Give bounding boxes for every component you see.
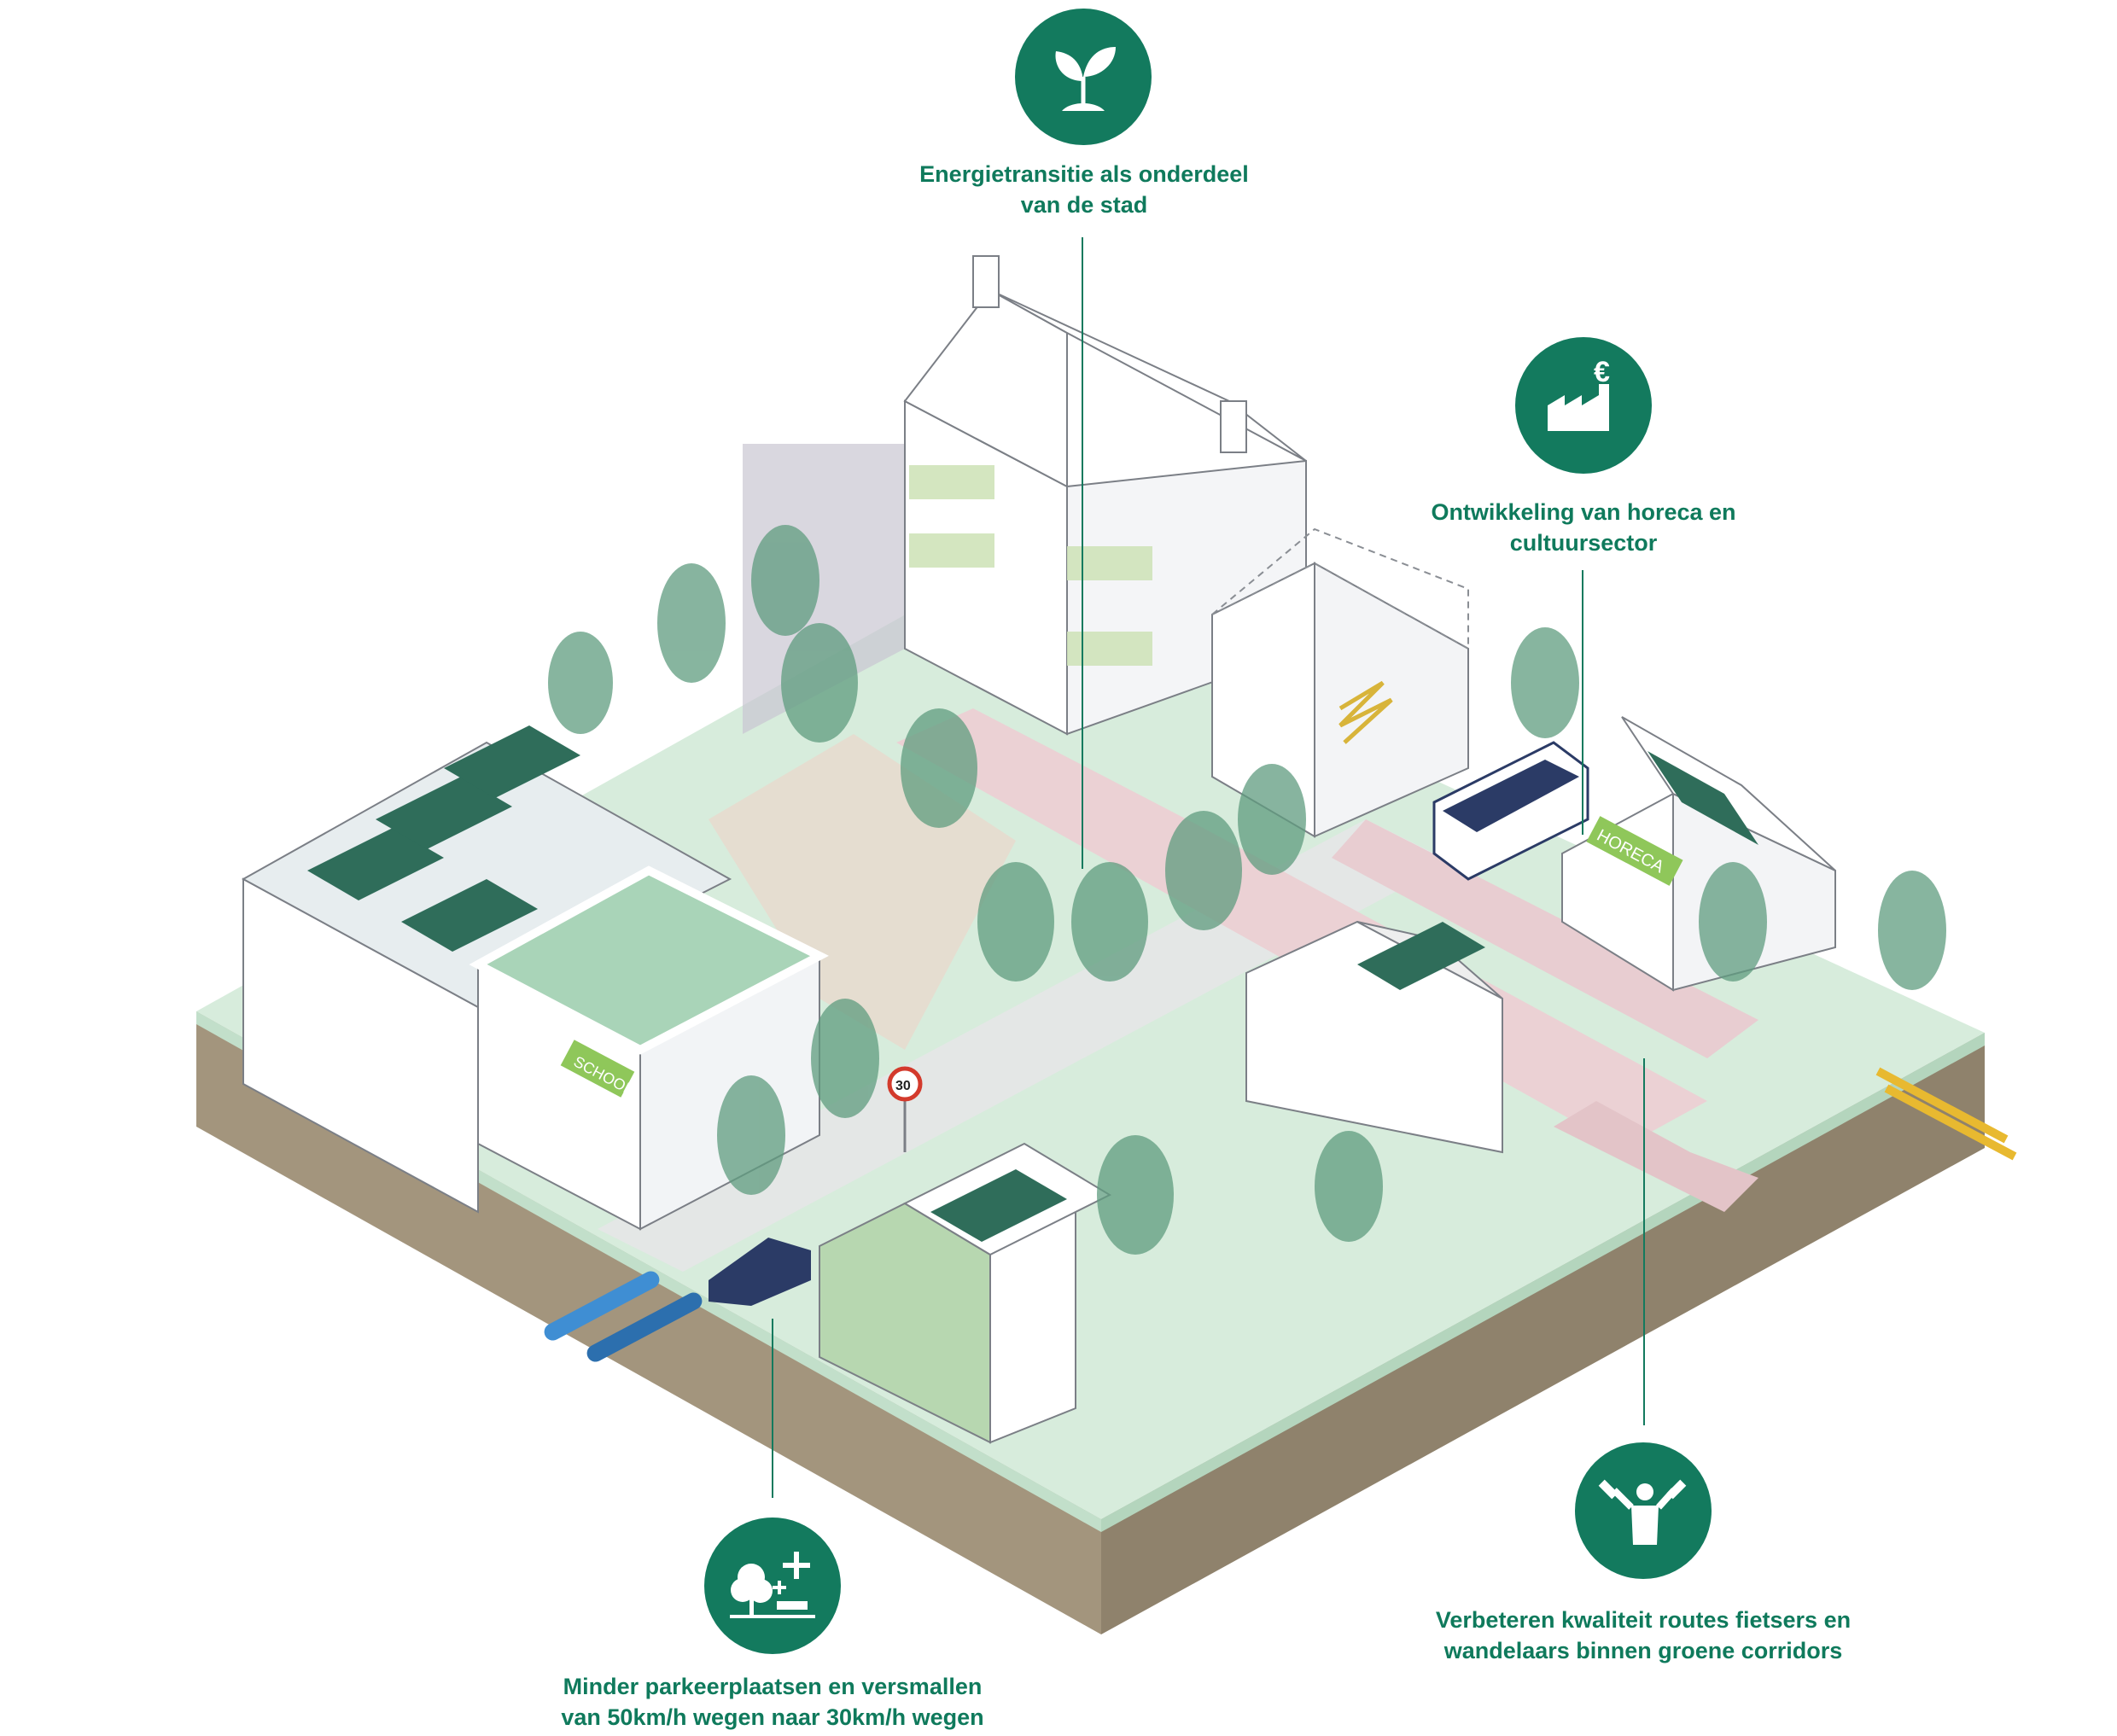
trees	[548, 525, 1946, 1255]
tree	[1878, 871, 1946, 990]
solar-panel-horeca	[1648, 751, 1758, 845]
tree	[977, 862, 1054, 982]
house-mid	[1245, 920, 1503, 1154]
pipe-blue-1	[544, 1271, 660, 1341]
soil-right-side	[1101, 1033, 1985, 1634]
energy-label: Energietransitie als onderdeel van de st…	[854, 159, 1315, 220]
solar-panel-front	[930, 1169, 1067, 1242]
solar-panel	[307, 828, 444, 900]
grass-edge-right	[1101, 1033, 1985, 1532]
routes-leader-line	[1643, 1058, 1645, 1425]
side-road	[1332, 819, 1758, 1058]
horeca-label-line2: cultuursector	[1509, 530, 1658, 556]
tree	[751, 525, 819, 636]
balcony-2	[909, 533, 994, 568]
svg-text:€: €	[1594, 356, 1610, 388]
energy-house	[1211, 527, 1469, 838]
parking-badge	[704, 1518, 841, 1654]
parking-label: Minder parkeerplaatsen en versmallen van…	[512, 1671, 1033, 1733]
routes-label-line1: Verbeteren kwaliteit routes fietsers en	[1435, 1607, 1852, 1633]
tree	[781, 623, 858, 743]
pipe-blue-2	[586, 1292, 703, 1362]
tree	[1699, 862, 1767, 982]
person-dumbbell-icon	[1598, 1479, 1687, 1545]
energy-leader-line	[1082, 237, 1083, 869]
horeca-leader-line	[1582, 570, 1583, 835]
tree	[1315, 1131, 1383, 1242]
roads	[598, 708, 1758, 1272]
speed-sign-label: 30	[895, 1079, 911, 1093]
horeca-roof	[1621, 716, 1836, 871]
solar-panel	[376, 777, 512, 849]
tree	[811, 999, 879, 1118]
green-roof	[469, 865, 829, 1055]
heat-coil	[1338, 680, 1393, 744]
chimney-2	[1220, 400, 1247, 453]
balcony-3	[1067, 546, 1152, 580]
cycle-path	[896, 708, 1707, 1148]
parking-label-line2: van 50km/h wegen naar 30km/h wegen	[561, 1704, 984, 1730]
solar-panel	[444, 725, 580, 798]
tree	[1165, 811, 1242, 930]
autonomous-car	[709, 1238, 811, 1306]
building-shadow	[743, 444, 905, 734]
solar-panel	[401, 879, 538, 952]
tree	[1097, 1135, 1174, 1255]
balcony-4	[1067, 632, 1152, 666]
horeca-label: Ontwikkeling van horeca en cultuursector	[1349, 497, 1818, 558]
pipe-yellow-2	[1884, 1084, 2017, 1161]
horeca-label-line1: Ontwikkeling van horeca en	[1431, 499, 1736, 525]
electric-bus	[1432, 741, 1589, 881]
speed-sign-30: 30	[887, 1066, 923, 1152]
tree	[901, 708, 977, 828]
dashed-extension	[1211, 527, 1469, 650]
pipe-yellow-1	[1875, 1067, 2009, 1144]
horeca-badge: €	[1515, 337, 1652, 474]
routes-label: Verbeteren kwaliteit routes fietsers en …	[1400, 1605, 1887, 1666]
school-sign-box	[560, 1040, 635, 1098]
energy-label-line2: van de stad	[1020, 192, 1148, 218]
horeca-sign-box	[1586, 816, 1683, 886]
chimney	[972, 255, 1000, 308]
tree	[657, 563, 726, 683]
routes-badge	[1575, 1442, 1712, 1579]
apartment-building	[903, 255, 1307, 736]
school-left-top	[241, 741, 732, 1009]
balcony-1	[909, 465, 994, 499]
energy-badge	[1015, 9, 1152, 145]
tree	[1238, 764, 1306, 875]
solar-panels-school	[307, 725, 580, 952]
cycle-path-south	[1554, 1101, 1758, 1212]
tree	[548, 632, 613, 734]
parking-label-line1: Minder parkeerplaatsen en versmallen	[563, 1674, 983, 1699]
underground-pipes	[544, 1067, 2017, 1362]
tree	[717, 1075, 785, 1195]
tree-bench-plus-icon	[730, 1552, 815, 1618]
tree	[1071, 862, 1148, 982]
bus-window	[1443, 760, 1579, 832]
factory-euro-icon: €	[1548, 356, 1610, 431]
tree	[1511, 627, 1579, 738]
solar-panel-mid	[1357, 922, 1485, 990]
routes-label-line2: wandelaars binnen groene corridors	[1443, 1638, 1843, 1663]
parking-leader-line	[772, 1319, 773, 1498]
front-houses	[819, 920, 1503, 1444]
sprout-icon	[1055, 47, 1116, 111]
energy-label-line1: Energietransitie als onderdeel	[919, 161, 1249, 187]
